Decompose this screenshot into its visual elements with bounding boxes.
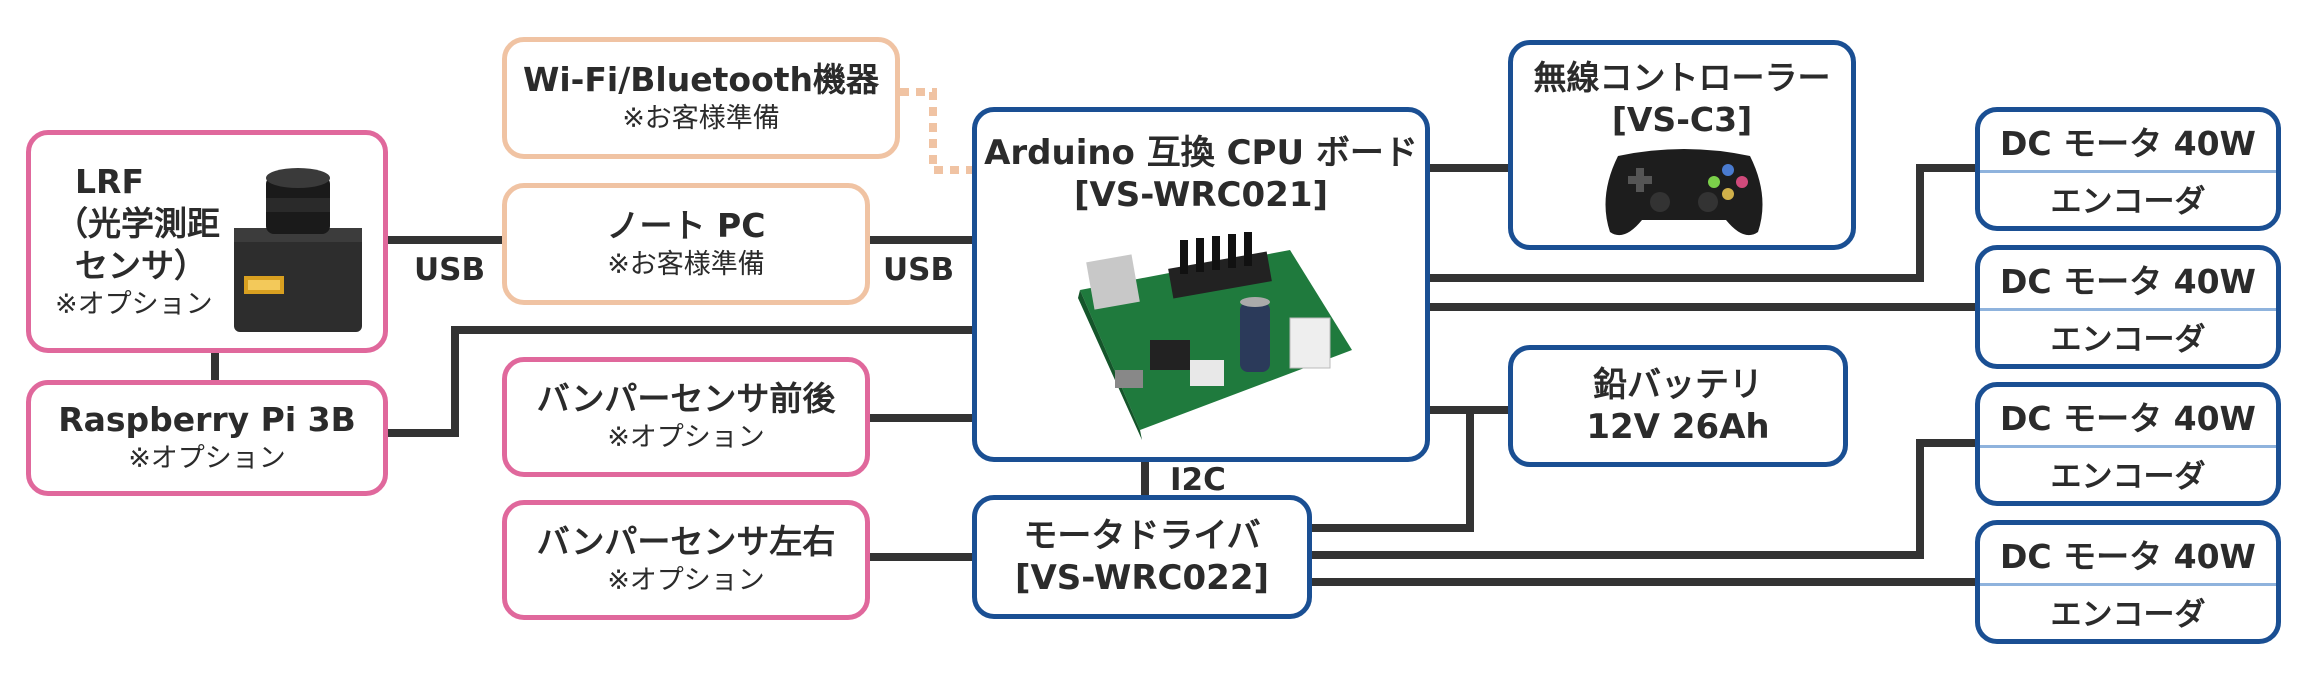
dc-motor-box-3[interactable]: DC モータ 40W エンコーダ — [1975, 382, 2281, 506]
lrf-note: ※オプション — [55, 288, 213, 320]
lrf-title-1: LRF — [75, 161, 144, 201]
usb-label-left: USB — [414, 252, 486, 288]
dc-motor-box-4[interactable]: DC モータ 40W エンコーダ — [1975, 520, 2281, 644]
bumper-front-box[interactable]: バンパーセンサ前後 ※オプション — [502, 357, 870, 477]
motor-2-label: DC モータ 40W — [1980, 250, 2276, 311]
wifi-device-box[interactable]: Wi-Fi/Bluetooth機器 ※お客様準備 — [502, 37, 900, 159]
bumper-side-title: バンパーセンサ左右 — [536, 522, 836, 561]
encoder-2-label: エンコーダ — [2050, 321, 2206, 358]
wifi-title: Wi-Fi/Bluetooth機器 — [522, 60, 880, 99]
bumper-side-note: ※オプション — [607, 565, 765, 596]
wire-rpi-cpu — [388, 326, 975, 437]
motor-4-label: DC モータ 40W — [1980, 525, 2276, 586]
motor-1-label: DC モータ 40W — [1980, 112, 2276, 173]
wire-cpu-motor1 — [1425, 164, 1978, 282]
motor-3-label: DC モータ 40W — [1980, 387, 2276, 448]
note-pc-note: ※お客様準備 — [607, 249, 765, 280]
bumper-side-box[interactable]: バンパーセンサ左右 ※オプション — [502, 500, 870, 620]
usb-label-right: USB — [883, 252, 955, 288]
gamepad-image — [1605, 149, 1763, 236]
dc-motor-box-1[interactable]: DC モータ 40W エンコーダ — [1975, 107, 2281, 231]
bumper-front-title: バンパーセンサ前後 — [536, 379, 836, 418]
raspberry-pi-title: Raspberry Pi 3B — [58, 400, 356, 439]
dc-motor-box-2[interactable]: DC モータ 40W エンコーダ — [1975, 245, 2281, 369]
battery-box[interactable]: 鉛バッテリ 12V 26Ah — [1508, 345, 1848, 467]
encoder-1-label: エンコーダ — [2050, 183, 2206, 220]
i2c-label: I2C — [1170, 462, 1226, 498]
controller-title: 無線コントローラー — [1533, 58, 1831, 97]
cpu-board-model: [VS-WRC021] — [1073, 175, 1329, 215]
raspberry-pi-box[interactable]: Raspberry Pi 3B ※オプション — [26, 380, 388, 496]
lrf-sensor-image — [234, 168, 362, 332]
note-pc-box[interactable]: ノート PC ※お客様準備 — [502, 183, 870, 305]
cpu-board-image — [1078, 232, 1352, 440]
battery-spec: 12V 26Ah — [1586, 407, 1770, 447]
motor-driver-box[interactable]: モータドライバ [VS-WRC022] — [972, 495, 1312, 619]
encoder-3-label: エンコーダ — [2050, 458, 2206, 495]
motor-driver-title: モータドライバ — [1023, 516, 1261, 556]
wire-driver-motor3 — [1310, 439, 1978, 559]
wifi-note: ※お客様準備 — [622, 103, 780, 134]
bumper-front-note: ※オプション — [607, 422, 765, 453]
wire-driver-battery — [1310, 410, 1474, 532]
battery-title: 鉛バッテリ — [1593, 365, 1763, 405]
encoder-4-label: エンコーダ — [2050, 596, 2206, 633]
cpu-board-title: Arduino 互換 CPU ボード — [984, 133, 1418, 173]
motor-driver-model: [VS-WRC022] — [1014, 558, 1270, 598]
wire-wifi-cpu — [900, 88, 975, 174]
lrf-title-3: センサ） — [75, 245, 207, 285]
lrf-title-2: （光学測距 — [55, 203, 220, 243]
note-pc-title: ノート PC — [606, 206, 766, 245]
controller-model: [VS-C3] — [1611, 100, 1753, 139]
raspberry-pi-note: ※オプション — [128, 443, 286, 474]
